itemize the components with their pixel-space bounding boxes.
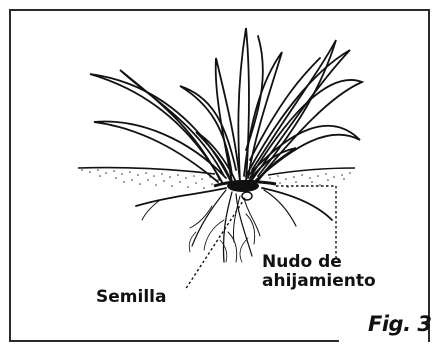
seed-label: Semilla xyxy=(96,289,166,306)
seed-leader-line xyxy=(185,198,245,290)
tillering-node-label-line2: ahijamiento xyxy=(262,272,376,291)
node-leader-line xyxy=(276,186,340,262)
figure-caption: Fig. 3 xyxy=(368,314,431,335)
leaves xyxy=(90,28,362,186)
roots xyxy=(136,188,332,262)
tillering-node xyxy=(214,180,276,200)
tillering-node-label: Nudo de ahijamiento xyxy=(262,253,376,291)
tillering-node-label-line1: Nudo de xyxy=(262,253,376,272)
